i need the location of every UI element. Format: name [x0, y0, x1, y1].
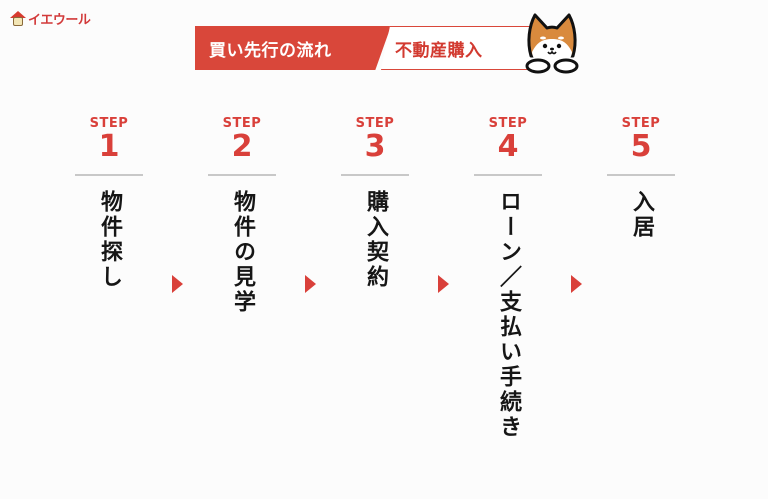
- step-number: 1: [98, 129, 120, 164]
- logo: イエウール: [10, 9, 91, 28]
- step-label: STEP: [355, 116, 395, 131]
- banner-title-left-text: 買い先行の流れ: [209, 40, 332, 61]
- step-2: STEP 2 物件の見学: [208, 116, 276, 315]
- divider: [607, 174, 675, 176]
- triangle-right-icon: [305, 275, 316, 293]
- step-label: STEP: [488, 116, 528, 131]
- triangle-right-icon: [172, 275, 183, 293]
- logo-text: イエウール: [28, 13, 91, 28]
- step-label: STEP: [621, 116, 661, 131]
- step-number: 4: [497, 129, 519, 164]
- step-text: 物件の見学: [230, 190, 255, 315]
- shiba-dog-icon: [525, 13, 579, 74]
- divider: [75, 174, 143, 176]
- triangle-right-icon: [438, 275, 449, 293]
- step-number: 5: [630, 129, 652, 164]
- divider: [208, 174, 276, 176]
- banner-title-left: 買い先行の流れ: [195, 26, 391, 70]
- step-number: 2: [231, 129, 253, 164]
- step-1: STEP 1 物件探し: [75, 116, 143, 290]
- banner-title-right: 不動産購入: [381, 26, 531, 70]
- step-4: STEP 4 ローン／支払い手続き: [474, 116, 542, 440]
- step-text: ローン／支払い手続き: [496, 190, 521, 440]
- step-3: STEP 3 購入契約: [341, 116, 409, 290]
- step-text: 物件探し: [97, 190, 122, 290]
- step-label: STEP: [222, 116, 262, 131]
- title-banner: 買い先行の流れ 不動産購入: [195, 26, 535, 70]
- divider: [341, 174, 409, 176]
- step-text: 購入契約: [363, 190, 388, 290]
- divider: [474, 174, 542, 176]
- triangle-right-icon: [571, 275, 582, 293]
- banner-title-right-text: 不動産購入: [395, 40, 483, 61]
- house-mascot-icon: [10, 10, 26, 27]
- step-label: STEP: [89, 116, 129, 131]
- step-5: STEP 5 入居: [607, 116, 675, 240]
- step-number: 3: [364, 129, 386, 164]
- step-text: 入居: [629, 190, 654, 240]
